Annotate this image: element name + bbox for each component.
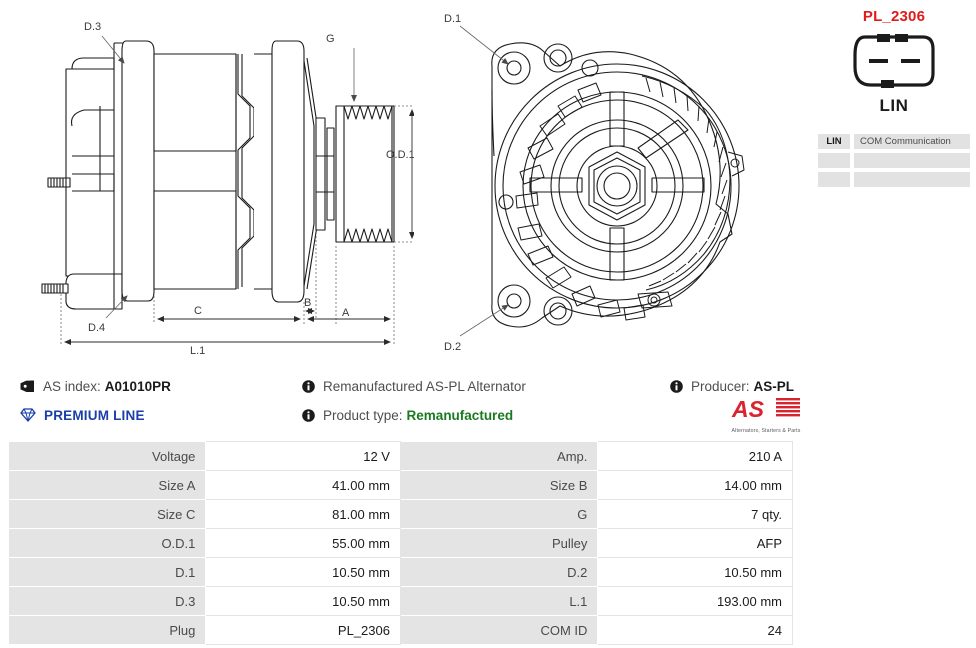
product-type-field: Product type: Remanufactured	[302, 408, 513, 423]
spec-value: 193.00 mm	[597, 586, 793, 616]
tag-icon	[20, 380, 35, 393]
premium-line-badge: PREMIUM LINE	[20, 408, 145, 423]
pin-spacer	[850, 172, 854, 187]
pin-key	[818, 172, 850, 187]
label-l1: L.1	[190, 345, 205, 356]
table-row: D.1 10.50 mm D.2 10.50 mm	[7, 557, 793, 587]
technical-drawings: D.3 G O.D.1 D.4 C B A L.1	[41, 13, 745, 356]
spec-key: Pulley	[399, 528, 599, 558]
spec-value: AFP	[597, 528, 793, 558]
as-index-value: A01010PR	[104, 378, 171, 394]
connector-plug-icon	[818, 33, 970, 94]
info-row-primary: AS index: A01010PR Remanufactured AS-PL …	[0, 373, 976, 399]
spec-value: 24	[597, 615, 793, 645]
info-icon	[302, 379, 315, 393]
pin-desc	[854, 172, 970, 187]
label-b: B	[304, 297, 311, 309]
label-d2: D.2	[444, 341, 461, 353]
svg-text:AS: AS	[731, 396, 765, 422]
spec-key: Size B	[399, 470, 599, 500]
spec-key: Plug	[7, 615, 207, 645]
as-index-field: AS index: A01010PR	[20, 379, 171, 394]
producer-value: AS-PL	[753, 378, 795, 394]
as-pl-logo: AS Alternators, Starters & Parts	[706, 396, 826, 434]
as-index-label: AS index:	[43, 378, 101, 394]
label-c: C	[194, 305, 202, 317]
premium-line-label: PREMIUM LINE	[44, 407, 145, 423]
spec-key: D.2	[399, 557, 599, 587]
label-d3: D.3	[84, 21, 101, 33]
product-type-label: Product type:	[323, 407, 403, 423]
table-row: O.D.1 55.00 mm Pulley AFP	[7, 528, 793, 558]
product-info-block: AS index: A01010PR Remanufactured AS-PL …	[0, 368, 976, 434]
spec-key: O.D.1	[7, 528, 207, 558]
pin-row	[818, 172, 970, 187]
plug-panel: PL_2306 LIN LIN COM Communication	[818, 8, 970, 191]
producer-field: Producer: AS-PL	[670, 379, 794, 394]
info-row-secondary: PREMIUM LINE Product type: Remanufacture…	[0, 402, 976, 428]
label-d4: D.4	[88, 322, 105, 334]
info-icon	[670, 379, 683, 393]
spec-value: PL_2306	[205, 615, 401, 645]
info-icon	[302, 408, 315, 422]
pin-spacer	[850, 134, 854, 149]
pin-assignment-table: LIN COM Communication	[818, 130, 970, 191]
pin-row	[818, 153, 970, 168]
spec-key: Voltage	[7, 441, 207, 471]
spec-value: 55.00 mm	[205, 528, 401, 558]
producer-label: Producer:	[691, 378, 750, 394]
product-type-value: Remanufactured	[406, 407, 514, 423]
pin-desc: COM Communication	[854, 134, 970, 149]
spec-value: 210 A	[597, 441, 793, 471]
table-row: D.3 10.50 mm L.1 193.00 mm	[7, 586, 793, 616]
alternator-side-view-drawing: D.3 G O.D.1 D.4 C B A L.1	[41, 21, 414, 356]
spec-key: COM ID	[399, 615, 599, 645]
spec-value: 41.00 mm	[205, 470, 401, 500]
spec-value: 10.50 mm	[205, 586, 401, 616]
description-text: Remanufactured AS-PL Alternator	[323, 378, 526, 394]
table-row: Plug PL_2306 COM ID 24	[7, 615, 793, 645]
spec-value: 81.00 mm	[205, 499, 401, 529]
pin-key: LIN	[818, 134, 850, 149]
pin-row: LIN COM Communication	[818, 134, 970, 149]
spec-value: 10.50 mm	[597, 557, 793, 587]
label-g: G	[326, 33, 335, 45]
brand-mark: AS	[731, 396, 800, 422]
table-row: Voltage 12 V Amp. 210 A	[7, 441, 793, 471]
spec-value: 10.50 mm	[205, 557, 401, 587]
description-field: Remanufactured AS-PL Alternator	[302, 379, 526, 394]
specification-table: Voltage 12 V Amp. 210 A Size A 41.00 mm …	[7, 441, 793, 645]
plug-name: LIN	[879, 96, 909, 115]
table-row: Size A 41.00 mm Size B 14.00 mm	[7, 470, 793, 500]
diamond-icon	[20, 408, 36, 422]
label-d1: D.1	[444, 13, 461, 25]
label-a: A	[342, 307, 350, 319]
pin-spacer	[850, 153, 854, 168]
spec-key: Amp.	[399, 441, 599, 471]
spec-key: G	[399, 499, 599, 529]
plug-code: PL_2306	[862, 8, 926, 25]
brand-tagline: Alternators, Starters & Parts	[731, 428, 801, 434]
table-row: Size C 81.00 mm G 7 qty.	[7, 499, 793, 529]
spec-key: Size A	[7, 470, 207, 500]
spec-value: 7 qty.	[597, 499, 793, 529]
alternator-front-view-drawing: D.1 D.2	[444, 13, 745, 353]
label-od1: O.D.1	[386, 149, 414, 161]
pin-desc	[854, 153, 970, 168]
spec-key: L.1	[399, 586, 599, 616]
spec-value: 14.00 mm	[597, 470, 793, 500]
spec-key: Size C	[7, 499, 207, 529]
spec-value: 12 V	[205, 441, 401, 471]
spec-key: D.3	[7, 586, 207, 616]
pin-key	[818, 153, 850, 168]
spec-key: D.1	[7, 557, 207, 587]
